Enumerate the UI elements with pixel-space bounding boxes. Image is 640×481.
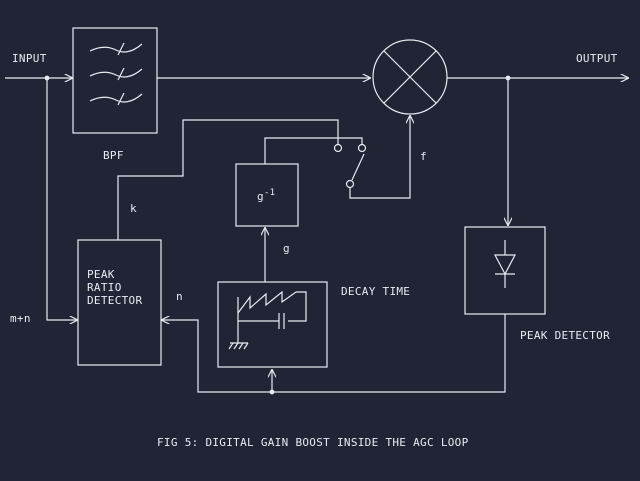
decay-circuit-right — [288, 291, 307, 322]
figure-caption: FIG 5: DIGITAL GAIN BOOST INSIDE THE AGC… — [157, 436, 469, 449]
peak-ratio-detector-label: PEAK RATIO DETECTOR — [87, 268, 143, 307]
g-inverse-out-line — [264, 137, 363, 164]
k-label: k — [130, 202, 137, 215]
ground-hatch-3 — [238, 342, 244, 350]
g-inverse-base: g — [257, 190, 264, 203]
ground-hatch-4 — [243, 342, 249, 350]
k-line — [117, 119, 339, 240]
bpf-slash-2 — [117, 67, 125, 81]
peak-detector-label: PEAK DETECTOR — [520, 329, 610, 342]
switch-contact-k — [333, 143, 343, 153]
input-label: INPUT — [12, 52, 47, 65]
input-branch-line — [46, 78, 77, 320]
f-label: f — [420, 150, 427, 163]
decay-time-box — [217, 281, 328, 368]
ground-hatch-1 — [228, 342, 234, 350]
switch-contact-top — [357, 143, 367, 153]
bpf-label: BPF — [103, 149, 124, 162]
bpf-wave-1 — [89, 43, 143, 53]
bpf-slash-3 — [117, 92, 125, 106]
bpf-slash-1 — [117, 42, 125, 56]
m-plus-n-label: m+n — [10, 312, 31, 325]
bpf-wave-2 — [89, 68, 143, 78]
peak-ratio-detector-box — [77, 239, 162, 366]
g-inverse-exponent: -1 — [263, 188, 276, 198]
decay-time-label: DECAY TIME — [341, 285, 411, 298]
n-label: n — [176, 290, 183, 303]
ground-hatch-2 — [233, 342, 239, 350]
output-label: OUTPUT — [576, 52, 618, 65]
switch-to-multiplier-line — [349, 116, 410, 199]
g-inverse-label: g-1 — [257, 188, 276, 205]
diode-triangle — [494, 254, 516, 276]
multiplier-cross-2 — [383, 50, 437, 104]
switch-arm — [351, 153, 365, 181]
decay-junction-dot — [269, 389, 275, 395]
peak-detector-feedback-line — [162, 314, 506, 393]
g-label: g — [283, 242, 290, 255]
decay-sawtooth — [237, 290, 297, 314]
g-inverse-box — [235, 163, 299, 227]
bpf-box — [72, 27, 158, 134]
switch-pivot — [345, 179, 355, 189]
multiplier-circle — [372, 39, 448, 115]
bpf-wave-3 — [89, 93, 143, 103]
